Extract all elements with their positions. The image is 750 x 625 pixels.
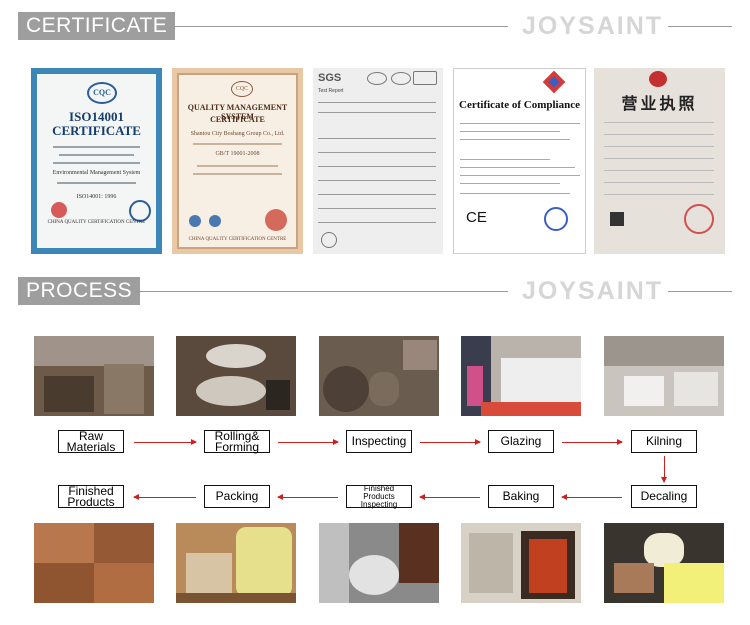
sgs-test-report: SGS Test Report (313, 68, 443, 254)
sgs-logo: SGS (318, 72, 342, 84)
photo-products-inspecting (319, 523, 439, 603)
photo-glazing (461, 336, 581, 416)
process-brand-name: JOYSAINT (522, 277, 664, 305)
arrow-right (134, 439, 197, 445)
photo-decaling (604, 523, 724, 603)
process-header-line-right (668, 291, 732, 292)
step-inspecting: Inspecting (346, 430, 412, 453)
blue-logo-icon (189, 215, 201, 227)
step-baking: Baking (488, 485, 554, 508)
certificate-header-line-right (668, 26, 732, 27)
iso14001-certificate: CQC ISO14001 CERTIFICATE Environmental M… (31, 68, 162, 254)
round-logo-icon (129, 200, 151, 222)
cqc-logo: CQC (231, 81, 253, 97)
photo-inspecting (319, 336, 439, 416)
certificate-section-label: CERTIFICATE (18, 12, 176, 40)
step-kilning: Kilning (631, 430, 697, 453)
mark-icon (413, 71, 437, 85)
red-seal-icon (51, 202, 67, 218)
red-seal-icon (684, 204, 714, 234)
round-logo-icon (544, 207, 568, 231)
arrow-left (561, 494, 622, 500)
arrow-right (562, 439, 623, 445)
iaf-logo-icon (209, 215, 221, 227)
step-decaling: Decaling (631, 485, 697, 508)
cert-title: Certificate of Compliance (459, 99, 580, 111)
photo-raw-materials (34, 336, 154, 416)
cert-code: ISO14001: 1996 (76, 194, 117, 200)
arrow-right (420, 439, 481, 445)
arrow-left (277, 494, 338, 500)
cert-title: QUALITY MANAGEMENT SYSTEM (187, 103, 288, 121)
cert-subtitle: Shantou City Boshang Group Co., Ltd. (190, 131, 285, 137)
step-glazing: Glazing (488, 430, 554, 453)
stamp-icon (391, 72, 411, 85)
qr-code-icon (610, 212, 624, 226)
business-license: 营业执照 (594, 68, 725, 254)
process-header-line (136, 291, 508, 292)
step-finished-products-inspecting: Finished Products Inspecting (346, 484, 412, 508)
certificate-header-line (172, 26, 508, 27)
photo-rolling-forming (176, 336, 296, 416)
certificate-of-compliance: Certificate of Compliance CE (453, 68, 586, 254)
ce-mark: CE (466, 209, 487, 226)
cert-code: GB/T 19001-2008 (215, 151, 260, 157)
cert-footer: CHINA QUALITY CERTIFICATION CENTRE (47, 220, 146, 225)
certificate-brand-name: JOYSAINT (522, 12, 664, 40)
process-section-label: PROCESS (18, 277, 141, 305)
report-title: Test Report (318, 88, 344, 94)
cert-title-2: CERTIFICATE (210, 115, 265, 124)
red-seal-icon (265, 209, 287, 231)
step-rolling-forming: Rolling& Forming (204, 430, 270, 453)
step-raw-materials: Raw Materials (58, 430, 124, 453)
license-title: 营业执照 (621, 96, 698, 113)
arrow-left (419, 494, 480, 500)
arrow-left (133, 494, 196, 500)
sgs-stamp-icon (321, 232, 337, 248)
step-packing: Packing (204, 485, 270, 508)
emblem-icon (649, 71, 667, 87)
step-finished-products: Finished Products (58, 485, 124, 508)
photo-finished-products (34, 523, 154, 603)
stamp-icon (367, 72, 387, 85)
quality-management-certificate: CQC QUALITY MANAGEMENT SYSTEM CERTIFICAT… (172, 68, 303, 254)
cqc-logo: CQC (87, 82, 117, 104)
cert-title-2: CERTIFICATE (52, 123, 141, 138)
photo-packing (176, 523, 296, 603)
cert-subtitle: Environmental Management System (52, 170, 141, 176)
photo-baking (461, 523, 581, 603)
cert-footer: CHINA QUALITY CERTIFICATION CENTRE (188, 237, 287, 242)
cert-title: ISO14001 (69, 109, 124, 124)
arrow-down (661, 456, 667, 483)
arrow-right (278, 439, 339, 445)
photo-kilning (604, 336, 724, 416)
